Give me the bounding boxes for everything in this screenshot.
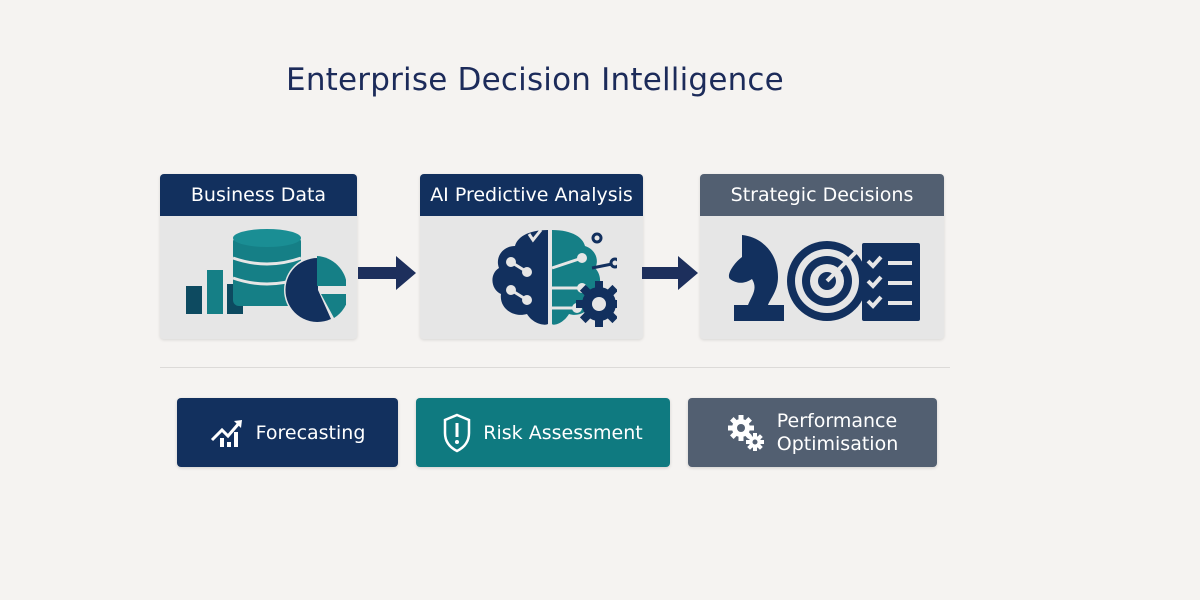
outcome-risk-assessment[interactable]: Risk Assessment	[416, 398, 670, 467]
outcome-label: Forecasting	[255, 421, 366, 444]
database-chart-icon	[186, 228, 346, 324]
trend-chart-icon	[210, 419, 242, 447]
brain-gear-icon	[491, 228, 617, 327]
gears-icon	[727, 414, 764, 451]
stage-strategic-decisions: Strategic Decisions	[700, 174, 944, 339]
chess-target-checklist-icon	[728, 234, 920, 321]
stage-ai-predictive-analysis: AI Predictive Analysis	[420, 174, 643, 339]
stage-business-data: Business Data	[160, 174, 357, 339]
outcome-label-line2: Optimisation	[776, 432, 899, 455]
divider	[160, 367, 950, 368]
outcome-label-line1: Performance	[776, 409, 898, 432]
outcome-label: Risk Assessment	[483, 421, 643, 444]
arrow-right-icon	[358, 256, 416, 290]
stage-title: Business Data	[160, 174, 357, 216]
stage-title: Strategic Decisions	[700, 174, 944, 216]
shield-alert-icon	[444, 413, 471, 452]
stage-title: AI Predictive Analysis	[420, 174, 643, 216]
outcome-forecasting[interactable]: Forecasting	[177, 398, 398, 467]
page-title: Enterprise Decision Intelligence	[286, 62, 784, 98]
arrow-right-icon	[642, 256, 698, 290]
